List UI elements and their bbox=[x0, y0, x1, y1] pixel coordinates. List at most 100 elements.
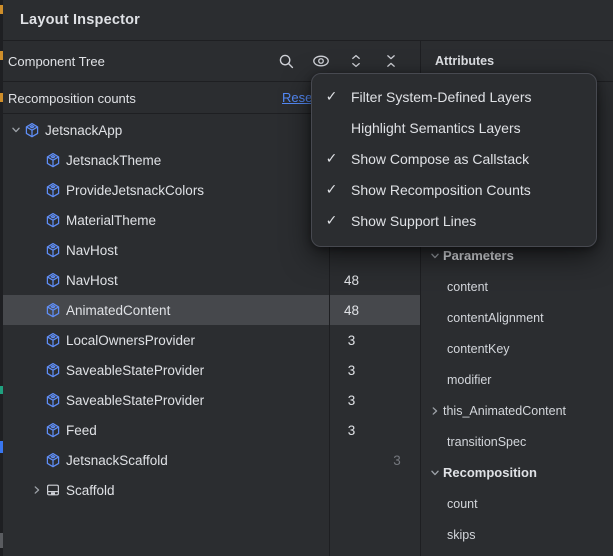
tree-node-label: SaveableStateProvider bbox=[66, 362, 205, 378]
visibility-filter-icon[interactable] bbox=[312, 52, 330, 70]
attribute-row[interactable]: contentKey bbox=[421, 333, 613, 364]
stripe-mark bbox=[0, 5, 3, 14]
recomposition-count-cell: 48 bbox=[343, 302, 360, 318]
reset-counts-link[interactable]: Reset bbox=[282, 90, 316, 105]
tree-row[interactable]: JetsnackApp bbox=[0, 115, 420, 145]
gutter-spacer bbox=[29, 212, 45, 228]
panel-separator[interactable] bbox=[420, 41, 421, 556]
attribute-name: contentKey bbox=[447, 341, 510, 356]
tree-node-label: JetsnackApp bbox=[45, 122, 123, 138]
tree-row[interactable]: NavHost 48 bbox=[0, 265, 420, 295]
menu-item-label: Highlight Semantics Layers bbox=[351, 119, 521, 136]
attribute-name: transitionSpec bbox=[447, 434, 527, 449]
collapse-all-icon[interactable] bbox=[382, 52, 400, 70]
tree-row[interactable]: AnimatedContent 48 bbox=[0, 295, 420, 325]
checkmark-icon: ✓ bbox=[325, 150, 338, 166]
checkmark-icon: ✓ bbox=[325, 88, 338, 104]
compose-node-icon bbox=[45, 362, 61, 378]
gutter-spacer bbox=[29, 332, 45, 348]
recomposition-skips-cell: 3 bbox=[393, 452, 401, 468]
recomposition-count-cell: 3 bbox=[347, 362, 356, 378]
compose-node-icon bbox=[45, 242, 61, 258]
menu-item[interactable]: ✓ Show Recomposition Counts bbox=[312, 174, 596, 205]
component-tree-header: Component Tree bbox=[0, 41, 420, 81]
compose-node-icon bbox=[45, 422, 61, 438]
tree-row[interactable]: SaveableStateProvider 3 bbox=[0, 355, 420, 385]
attribute-row[interactable]: contentAlignment bbox=[421, 302, 613, 333]
compose-node-icon bbox=[45, 212, 61, 228]
tree-node-label: LocalOwnersProvider bbox=[66, 332, 196, 348]
attribute-name: count bbox=[447, 496, 478, 511]
menu-item[interactable]: Highlight Semantics Layers bbox=[312, 112, 596, 143]
gutter-spacer bbox=[29, 422, 45, 438]
attribute-row[interactable]: count bbox=[421, 488, 613, 519]
tree-row[interactable]: JetsnackScaffold 3 bbox=[0, 445, 420, 475]
checkmark-icon: ✓ bbox=[325, 181, 338, 197]
tree-node-label: JetsnackScaffold bbox=[66, 452, 168, 468]
stripe-scrollbar[interactable] bbox=[0, 533, 3, 548]
menu-item[interactable]: ✓Show Compose as Callstack bbox=[312, 143, 596, 174]
checkmark-icon: ✓ bbox=[325, 212, 338, 228]
recomposition-count-cell: 3 bbox=[347, 392, 356, 408]
tree-row[interactable]: LocalOwnersProvider 3 bbox=[0, 325, 420, 355]
stripe-mark bbox=[0, 386, 3, 394]
recomposition-count-cell: 48 bbox=[343, 272, 360, 288]
chevron-right-icon[interactable] bbox=[427, 403, 443, 419]
menu-item-label: Show Recomposition Counts bbox=[351, 181, 531, 198]
attributes-list: Parameters content contentAlignment content… bbox=[421, 240, 613, 550]
attributes-section-header[interactable]: Recomposition bbox=[421, 457, 613, 488]
recomposition-count-cell: 3 bbox=[347, 332, 356, 348]
chevron-right-icon[interactable] bbox=[29, 482, 45, 498]
tree-row[interactable]: ProvideJetsnackColors bbox=[0, 175, 420, 205]
gutter-spacer bbox=[29, 452, 45, 468]
attribute-row[interactable]: this_AnimatedContent bbox=[421, 395, 613, 426]
tree-row[interactable]: NavHost bbox=[0, 235, 420, 265]
compose-node-icon bbox=[45, 272, 61, 288]
expand-all-icon[interactable] bbox=[347, 52, 365, 70]
count-column-separator bbox=[329, 115, 330, 556]
tree-node-label: NavHost bbox=[66, 242, 118, 258]
attributes-title: Attributes bbox=[435, 54, 495, 68]
recomposition-count-cell: 3 bbox=[347, 422, 356, 438]
chevron-down-icon[interactable] bbox=[8, 122, 24, 138]
chevron-down-icon[interactable] bbox=[427, 465, 443, 481]
chevron-down-icon[interactable] bbox=[427, 248, 443, 264]
gutter-spacer bbox=[29, 152, 45, 168]
menu-item[interactable]: ✓ Filter System-Defined Layers bbox=[312, 81, 596, 112]
tree-row[interactable]: MaterialTheme bbox=[0, 205, 420, 235]
panel-title: Layout Inspector bbox=[20, 12, 141, 28]
tree-row[interactable]: SaveableStateProvider 3 bbox=[0, 385, 420, 415]
attribute-row[interactable]: content bbox=[421, 271, 613, 302]
menu-item[interactable]: ✓ Show Support Lines bbox=[312, 205, 596, 236]
menu-item-label: Show Support Lines bbox=[351, 212, 477, 229]
component-tree-title: Component Tree bbox=[8, 53, 105, 69]
gutter-spacer bbox=[29, 242, 45, 258]
attribute-name: skips bbox=[447, 527, 476, 542]
tree-node-label: SaveableStateProvider bbox=[66, 392, 205, 408]
gutter-spacer bbox=[29, 392, 45, 408]
attribute-row[interactable]: skips bbox=[421, 519, 613, 550]
attributes-section-header[interactable]: Parameters bbox=[421, 240, 613, 271]
tree-node-label: NavHost bbox=[66, 272, 118, 288]
tree-row[interactable]: JetsnackTheme bbox=[0, 145, 420, 175]
attribute-row[interactable]: modifier bbox=[421, 364, 613, 395]
attribute-name: modifier bbox=[447, 372, 492, 387]
left-edge-stripe bbox=[0, 0, 3, 556]
tree-row[interactable]: Scaffold bbox=[0, 475, 420, 505]
compose-node-icon bbox=[45, 392, 61, 408]
stripe-mark bbox=[0, 51, 3, 60]
compose-node-icon bbox=[45, 302, 61, 318]
attribute-name: content bbox=[447, 279, 489, 294]
panel-titlebar: Layout Inspector bbox=[0, 0, 613, 41]
search-icon[interactable] bbox=[277, 52, 295, 70]
attributes-section-title: Recomposition bbox=[443, 465, 537, 480]
menu-item-label: Filter System-Defined Layers bbox=[351, 88, 532, 105]
gutter-spacer bbox=[29, 272, 45, 288]
tree-node-label: AnimatedContent bbox=[66, 302, 171, 318]
gutter-spacer bbox=[29, 362, 45, 378]
tree-node-label: MaterialTheme bbox=[66, 212, 157, 228]
attribute-row[interactable]: transitionSpec bbox=[421, 426, 613, 457]
